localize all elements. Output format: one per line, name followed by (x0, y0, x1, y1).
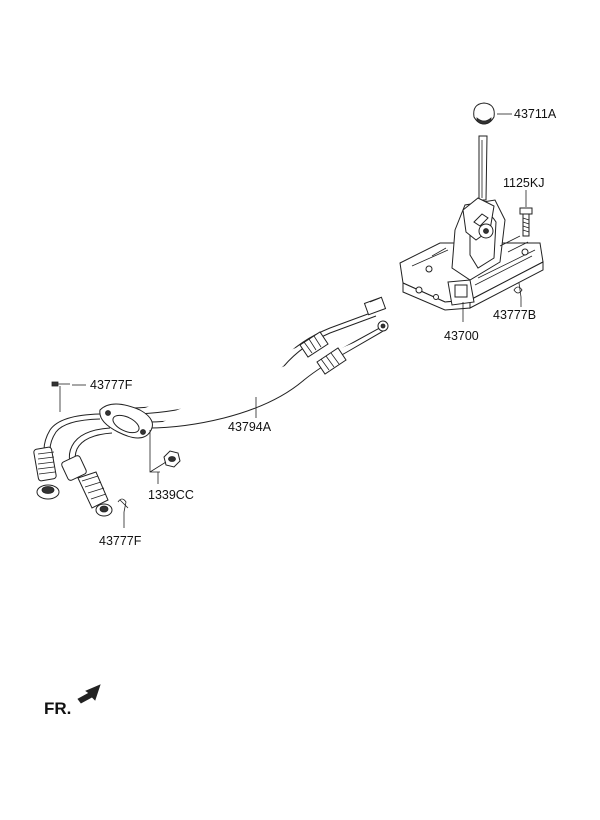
label-43777F-bottom: 43777F (99, 534, 142, 548)
shift-lever-assembly[interactable] (399, 197, 544, 311)
nut[interactable] (163, 450, 181, 468)
front-direction-label: FR. (44, 699, 71, 718)
label-1339CC: 1339CC (148, 488, 194, 502)
shift-cable-assembly[interactable] (33, 296, 389, 517)
label-43777F-top: 43777F (90, 378, 133, 392)
clip-top-left[interactable] (51, 381, 70, 387)
clip-bottom-left[interactable] (117, 498, 129, 513)
label-43777B: 43777B (493, 308, 536, 322)
front-direction-arrow-icon (77, 684, 101, 704)
label-43700: 43700 (444, 329, 479, 343)
leader-nut (149, 430, 167, 473)
label-43711A: 43711A (514, 107, 557, 121)
shift-lever-rod (478, 135, 488, 201)
label-1125KJ: 1125KJ (503, 176, 544, 190)
clip-right[interactable] (513, 282, 523, 298)
shift-knob[interactable] (473, 102, 495, 125)
label-43794A: 43794A (228, 420, 272, 434)
bolt[interactable] (519, 207, 533, 237)
